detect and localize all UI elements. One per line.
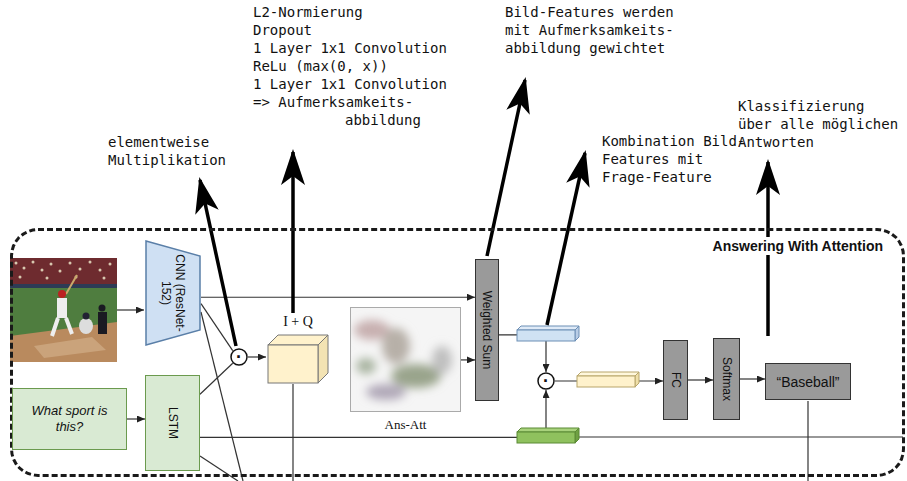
photo-batter-legs	[52, 318, 72, 336]
bar-side	[575, 428, 579, 443]
photo-stands	[10, 258, 117, 284]
attention-blob	[382, 328, 410, 364]
photo-umpire	[98, 312, 107, 334]
callout-text: => Aufmerksamkeits- abbildung	[253, 93, 453, 129]
callout-text: Bild-Features werden mit Aufmerksamkeits…	[505, 3, 681, 57]
photo-crowd	[15, 261, 112, 280]
bar-top	[517, 326, 579, 330]
photo-plate-area	[34, 337, 106, 358]
connector	[740, 378, 765, 379]
answer-box: “Baseball”	[765, 363, 851, 400]
multiply-node: ·	[230, 348, 248, 366]
connector	[461, 359, 475, 360]
feature-cube	[268, 335, 328, 383]
cnn-block: CNN (ResNet-152)	[145, 240, 201, 346]
box-label: LSTM	[166, 407, 180, 439]
box-label: CNN (ResNet-152)	[159, 253, 187, 333]
photo-batter-head	[58, 290, 66, 298]
attention-blob	[432, 346, 452, 374]
softmax-box: Softmax	[713, 338, 740, 420]
attention-blob	[391, 364, 441, 388]
circle-shape	[538, 373, 554, 389]
box-label: I + Q	[283, 314, 313, 330]
box-label: What sport is this?	[24, 403, 116, 435]
weighted-sum-box: Weighted Sum	[475, 259, 499, 401]
photo-umpire-head	[99, 305, 106, 312]
bar-side	[575, 326, 579, 341]
box-label: FC	[669, 372, 683, 388]
attention-blob	[366, 384, 406, 400]
callout-arrow	[291, 152, 295, 313]
feature-line	[201, 312, 243, 481]
callout-text: Kombination Bild-Features mit Frage-Feat…	[602, 132, 752, 186]
callout-text: Klassifizierung über alle möglichen Antw…	[738, 97, 904, 151]
combined-feature-bar	[577, 372, 639, 387]
bar-top	[577, 372, 639, 376]
photo-field	[10, 258, 117, 362]
box-label: “Baseball”	[776, 373, 839, 391]
box-label: Softmax	[720, 357, 734, 401]
callout-text: elementweise Multiplikation	[108, 133, 232, 169]
callout-text: 1 Layer 1x1 Convolution	[253, 75, 447, 93]
photo-wall	[10, 284, 117, 288]
photo-batter-body	[57, 298, 67, 318]
callout-text: Dropout	[253, 21, 312, 39]
callout-text: 1 Layer 1x1 Convolution	[253, 39, 447, 57]
feature-line	[292, 384, 293, 481]
callout-text: ReLu (max(0, x))	[253, 57, 388, 75]
image-input-arrow	[117, 309, 144, 310]
trapezoid-shape	[146, 241, 200, 345]
box-label: ·	[236, 348, 242, 366]
connector	[200, 363, 233, 394]
circle-shape	[231, 349, 247, 365]
photo-catcher-head	[83, 313, 90, 320]
group-frame: Answering With AttentionCNN (ResNet-152)…	[10, 228, 905, 477]
bar-front	[517, 330, 575, 341]
connector	[248, 356, 266, 357]
cube-front	[268, 345, 318, 383]
feature-line	[200, 456, 238, 481]
attention-image	[351, 308, 461, 412]
connector	[127, 418, 145, 419]
attention-blob	[356, 358, 376, 374]
feature-cube-node: I + Q	[266, 314, 330, 384]
connector	[688, 379, 713, 380]
bar-top	[517, 428, 579, 432]
photo	[10, 258, 117, 362]
image-feature-bar	[517, 326, 579, 341]
attention-map: Ans-Att	[350, 307, 461, 433]
box-label: Ans-Att	[385, 417, 427, 433]
multiply-node: ·	[537, 372, 555, 390]
callout-arrow	[547, 153, 585, 325]
question-feature-bar	[517, 428, 579, 443]
bar-front	[517, 432, 575, 443]
box-label: Weighted Sum	[480, 291, 494, 370]
fc-box: FC	[663, 340, 688, 420]
feature-line	[579, 436, 903, 437]
group-title: Answering With Attention	[710, 237, 886, 255]
photo-catcher	[79, 318, 93, 334]
attention-frame	[351, 308, 461, 412]
feature-line	[807, 401, 808, 481]
lstm-block: LSTM	[145, 375, 200, 471]
cube-side	[318, 335, 328, 383]
bar-front	[577, 376, 635, 387]
box-label: ·	[543, 372, 549, 390]
connector	[201, 297, 475, 298]
callout-arrow	[200, 180, 236, 346]
callout-text: L2-Normierung	[253, 3, 363, 21]
photo-bat	[66, 275, 77, 294]
question-box: What sport is this?	[12, 388, 127, 450]
bar-side	[635, 372, 639, 387]
